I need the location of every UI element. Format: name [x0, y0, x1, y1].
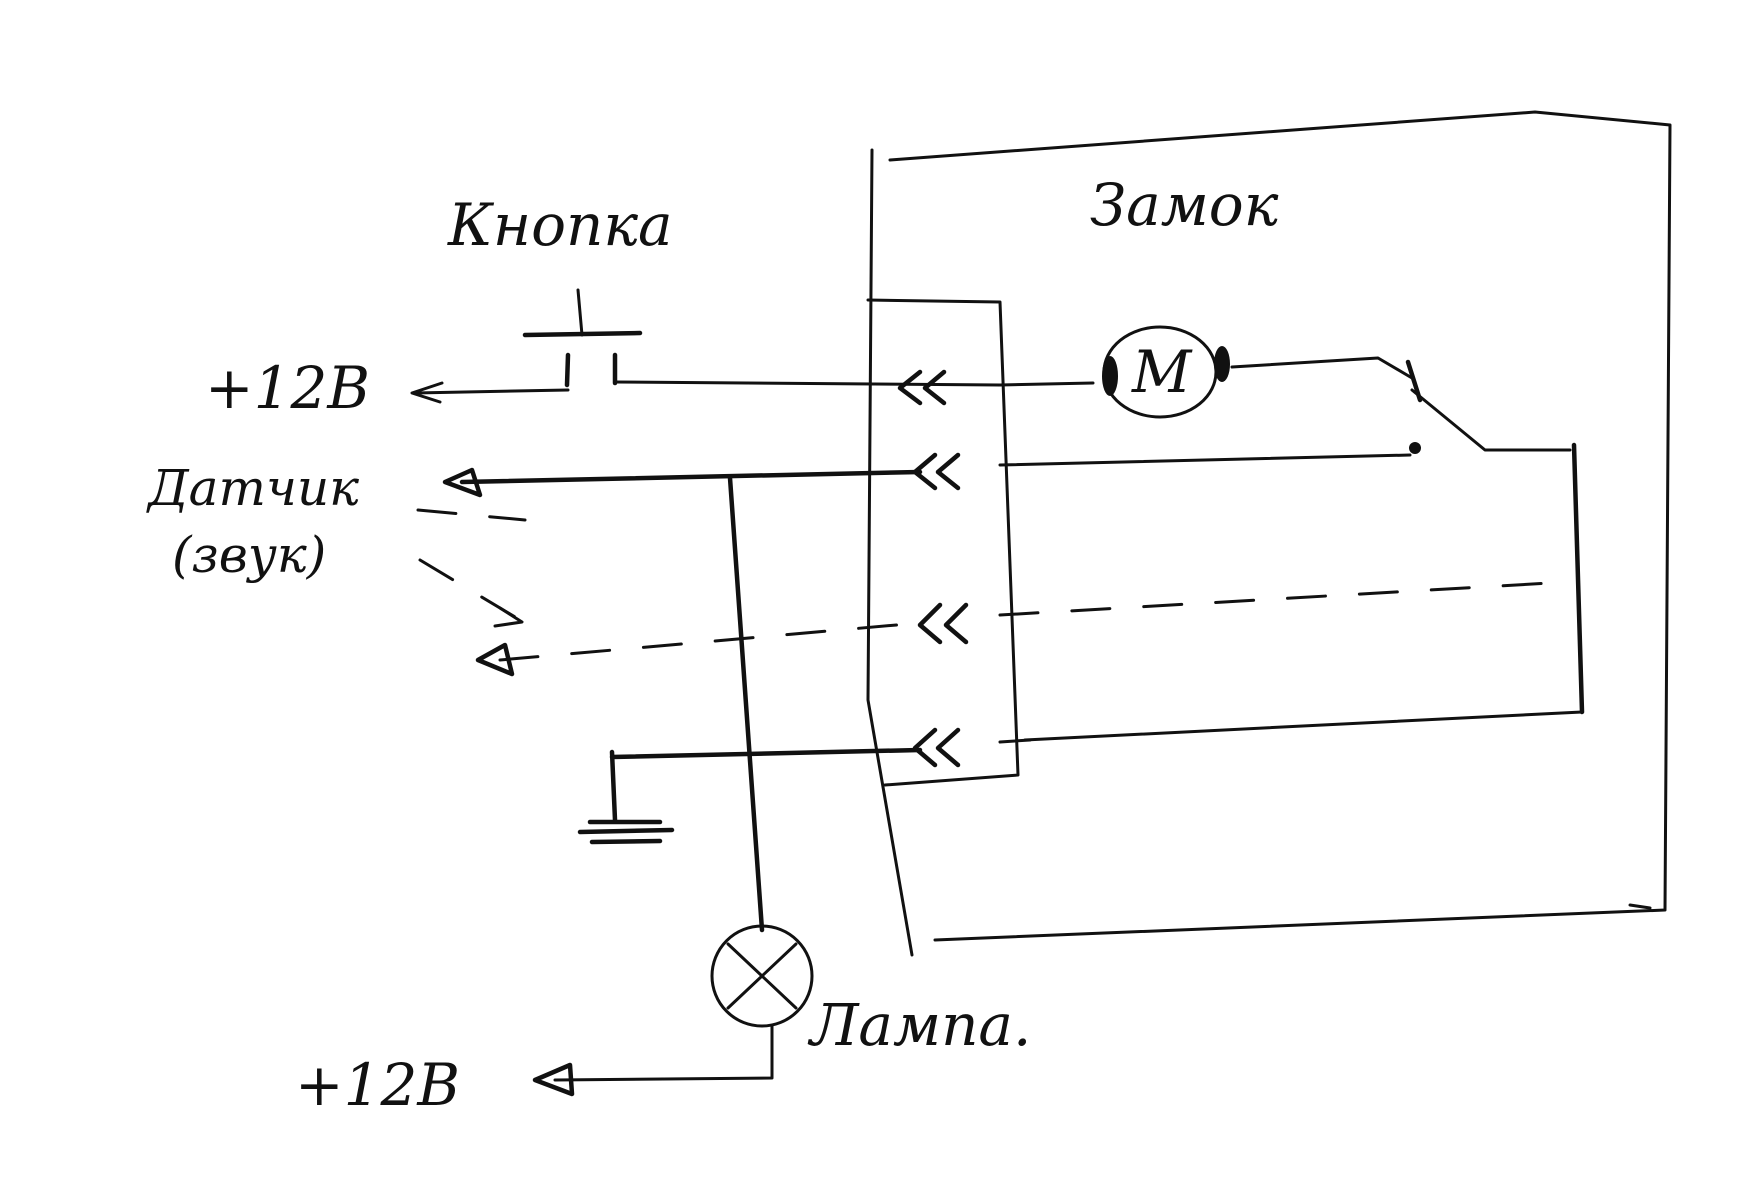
sensor-label: Датчик [146, 459, 359, 517]
push-button-symbol [522, 288, 643, 388]
button-label: Кнопка [447, 191, 673, 259]
wire-motor-switch [1230, 356, 1414, 380]
motor-symbol: М [1102, 325, 1230, 419]
limit-switch-symbol [1023, 359, 1585, 742]
wire-dashed [416, 508, 1552, 677]
wire-plus12-top [410, 380, 1095, 404]
plus12-bottom-label: +12В [295, 1051, 460, 1119]
lock-label: Замок [1090, 171, 1279, 239]
sensor-note-label: (звук) [172, 526, 326, 584]
wire-lamp [532, 475, 814, 1097]
wire-ground [577, 738, 1032, 845]
lock-housing [866, 110, 1672, 957]
lamp-label: Лампа. [807, 991, 1031, 1059]
wire-sensor [442, 453, 1412, 498]
connector-block [866, 298, 1020, 787]
motor-label: М [1131, 338, 1193, 406]
plus12-top-label: +12В [205, 354, 370, 422]
connector-pins [897, 369, 969, 768]
